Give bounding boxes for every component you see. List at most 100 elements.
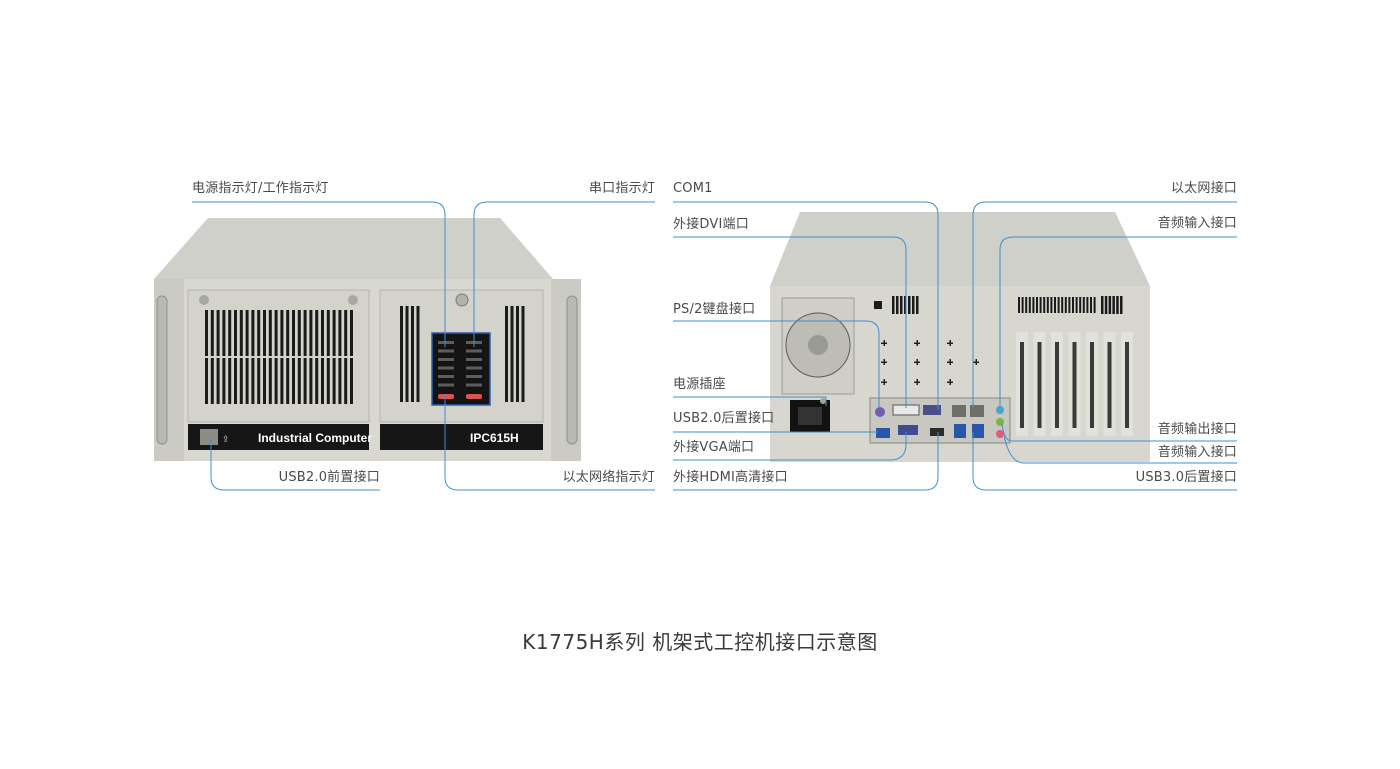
label-com1: COM1: [673, 181, 713, 196]
vent-slot: [280, 310, 284, 356]
mounting-cross-icon: [883, 340, 885, 346]
led-row-icon: [438, 358, 454, 361]
led-row-icon: [438, 366, 454, 370]
vent-slot: [245, 310, 249, 356]
vent-slot: [239, 310, 243, 356]
leader-dvi: [673, 236, 907, 408]
vent-slot: [228, 358, 232, 404]
expansion-slot-opening: [1107, 342, 1112, 428]
mounting-cross-icon: [949, 340, 951, 346]
vent-slot: [405, 306, 409, 402]
label-audio-in-bottom: 音频输入接口: [1157, 445, 1237, 460]
left-door-grille: [205, 310, 353, 404]
mounting-cross-icon: [949, 359, 951, 365]
vent-slot: [274, 310, 278, 356]
vent-slot: [315, 358, 319, 404]
leader-usb3-rear: [972, 432, 1237, 491]
led-row-icon: [466, 366, 482, 370]
leader-ethernet: [972, 201, 1237, 408]
vent-slot: [216, 358, 220, 404]
vent-slot: [1108, 296, 1112, 314]
led-row-icon: [438, 349, 454, 353]
led-row-icon: [438, 383, 454, 387]
led-row-icon: [466, 349, 482, 353]
mounting-cross-icon: [916, 340, 918, 346]
vent-slot: [251, 358, 255, 404]
vent-slot: [896, 296, 899, 314]
vent-slot: [210, 358, 214, 404]
front-top-panel: [154, 218, 553, 279]
hdmi-port-icon: [930, 428, 944, 436]
vent-slot: [205, 358, 208, 404]
vent-slot: [416, 306, 420, 402]
usb-symbol-icon: ⇪: [222, 435, 230, 445]
expansion-slot-opening: [1037, 342, 1042, 428]
mounting-cross-icon: [949, 379, 951, 385]
vent-slot: [1112, 296, 1115, 314]
led-row-icon: [466, 358, 482, 361]
leader-power-socket: [673, 396, 827, 406]
vent-slot: [1036, 297, 1038, 313]
label-power-socket: 电源插座: [673, 377, 726, 392]
vent-slot: [274, 358, 278, 404]
mounting-cross-icon: [883, 379, 885, 385]
vent-slot: [309, 310, 313, 356]
label-usb3-rear: USB3.0后置接口: [1135, 470, 1237, 485]
vent-slot: [292, 310, 295, 356]
label-usb-front: USB2.0前置接口: [278, 470, 380, 485]
expansion-slot-opening: [1020, 342, 1024, 428]
vent-slot: [234, 310, 237, 356]
vent-slot: [912, 296, 915, 314]
vent-slot: [286, 358, 290, 404]
mounting-cross-icon: [883, 359, 885, 365]
label-ethernet-indicator: 以太网络指示灯: [562, 470, 655, 485]
expansion-slot-opening: [1125, 342, 1129, 428]
label-dvi: 外接DVI端口: [673, 217, 749, 232]
vent-slot: [916, 296, 919, 314]
label-serial-indicator: 串口指示灯: [588, 181, 655, 196]
vent-slot: [245, 358, 249, 404]
vent-slot: [344, 358, 348, 404]
vent-slot: [1039, 297, 1042, 313]
screw-icon: [199, 295, 209, 305]
vent-slot: [326, 358, 330, 404]
vent-slot: [1032, 297, 1035, 313]
vent-slot: [263, 358, 266, 404]
label-audio-out: 音频输出接口: [1157, 422, 1237, 437]
mounting-cross-icon: [916, 379, 918, 385]
vent-slot: [400, 306, 403, 402]
leader-ps2: [673, 320, 880, 408]
left-handle: [156, 295, 168, 445]
vent-slot: [1050, 297, 1053, 313]
brand-text: Industrial Computer: [258, 431, 372, 445]
vent-slot: [900, 296, 903, 314]
expansion-slots: [1016, 332, 1133, 436]
vent-slot: [210, 310, 214, 356]
vent-slot: [1086, 297, 1089, 313]
vent-slot: [338, 358, 342, 404]
vent-slot: [344, 310, 348, 356]
vent-slot: [292, 358, 295, 404]
leader-com1: [673, 201, 939, 410]
vent-slot: [338, 310, 342, 356]
leader-usb-front: [210, 440, 380, 491]
vent-slot: [321, 358, 324, 404]
vent-slot: [1090, 297, 1092, 313]
vent-slot: [332, 310, 336, 356]
mounting-holes: [881, 340, 979, 385]
usb3-port-icon: [972, 424, 984, 438]
power-socket-inner-icon: [798, 407, 822, 425]
vent-slot: [315, 310, 319, 356]
vent-slot: [1025, 297, 1028, 313]
fan-hub-icon: [808, 335, 828, 355]
vent-slot: [505, 306, 508, 402]
vent-slot: [234, 358, 237, 404]
vent-slot: [205, 310, 208, 356]
vent-slot: [521, 306, 525, 402]
vent-slot: [1061, 297, 1064, 313]
model-bar: [380, 424, 543, 450]
usb2-port-icon: [876, 428, 890, 438]
vent-slot: [1021, 297, 1024, 313]
